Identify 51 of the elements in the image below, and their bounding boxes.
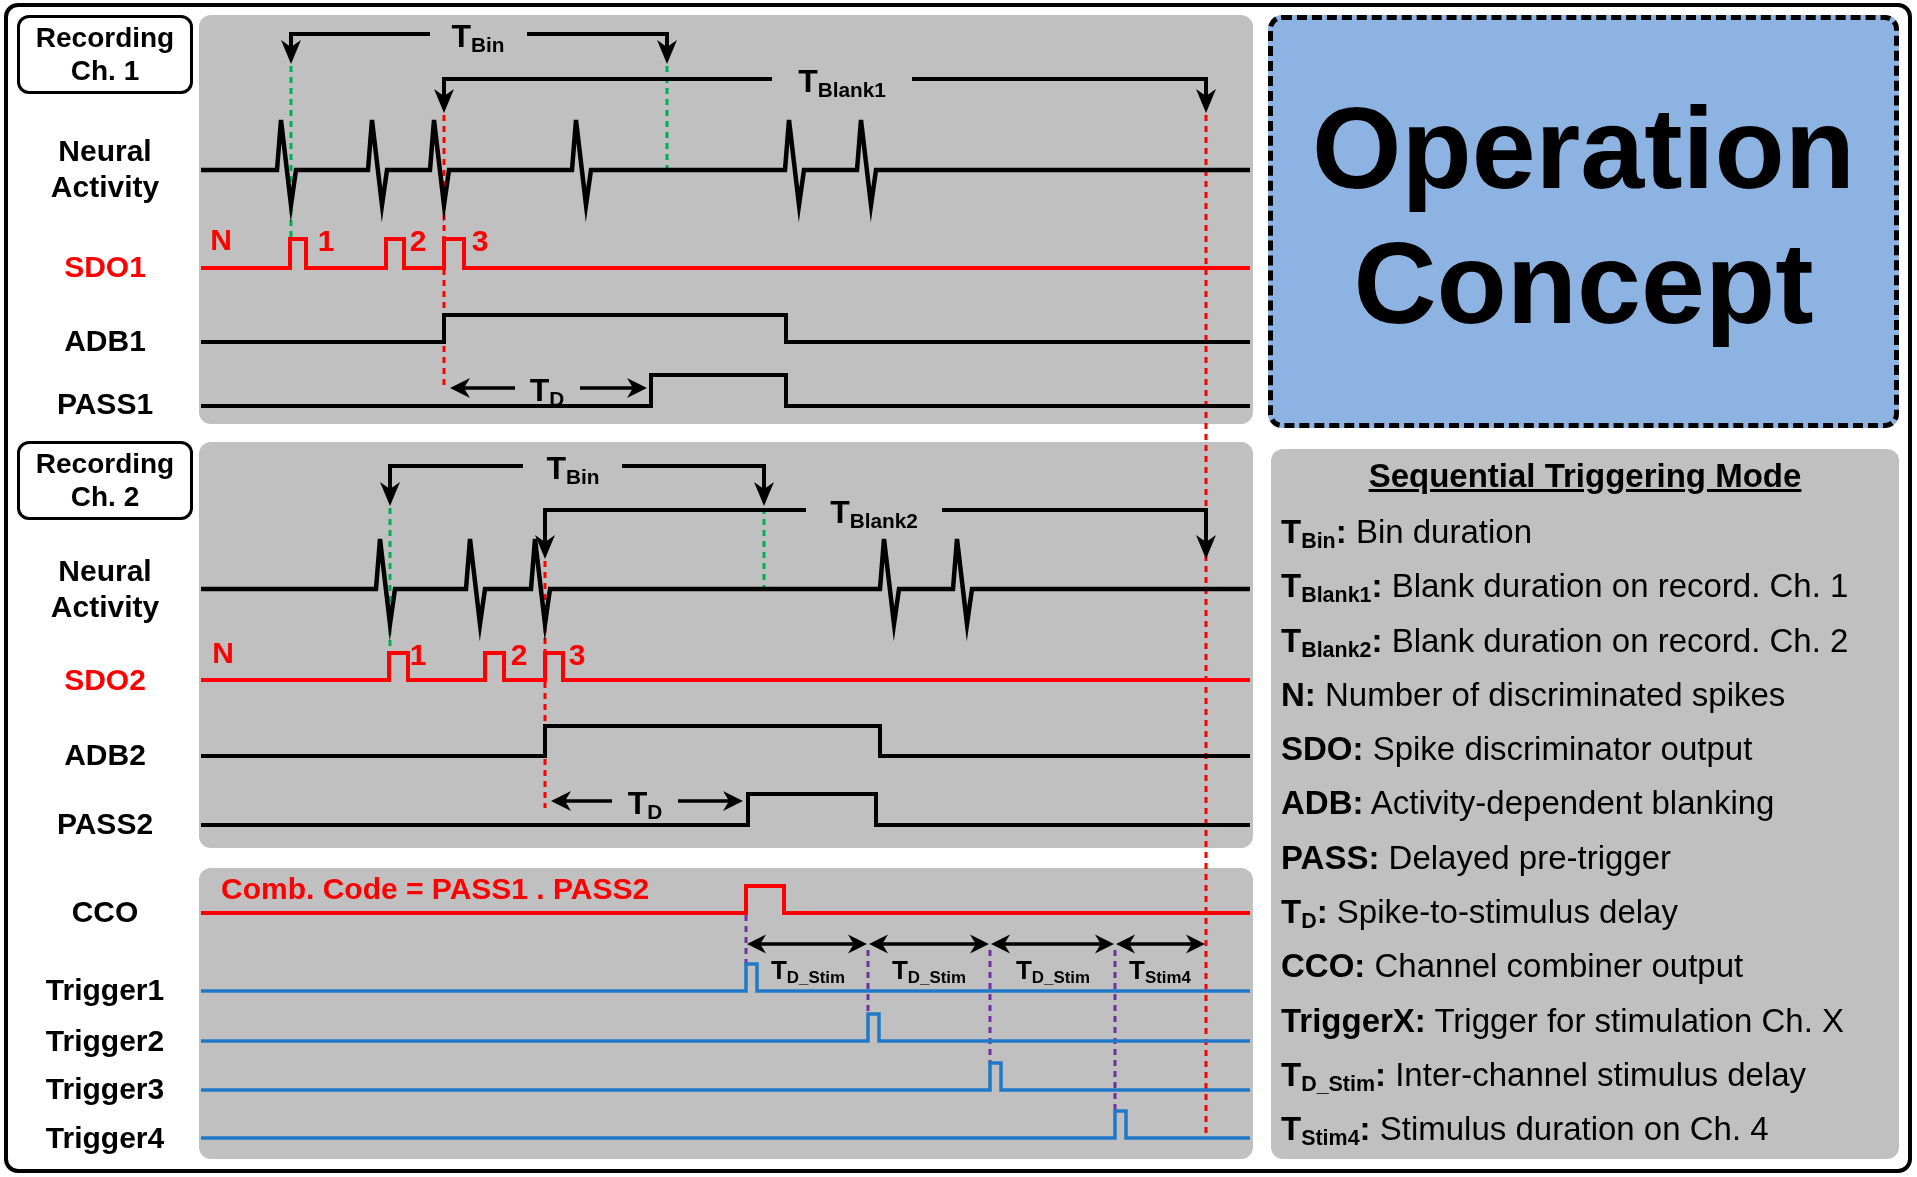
pulse-number: 2	[510, 640, 528, 670]
timing-label: T$_{D_Stim}$	[891, 956, 967, 988]
legend-entry: TriggerX: Trigger for stimulation Ch. X	[1281, 1000, 1844, 1041]
title-box	[1268, 15, 1899, 428]
signal-name: ADB2	[64, 737, 146, 773]
legend-entry: T$_{D_Stim}$: Inter-channel stimulus delay	[1281, 1054, 1807, 1099]
title-text: Operation Concept	[1310, 82, 1857, 349]
signal-name: SDO1	[64, 249, 146, 285]
signal-name: PASS1	[56, 386, 154, 422]
legend-entry: T$_{D}$: Spike-to-stimulus delay	[1281, 892, 1678, 936]
legend-entry: PASS: Delayed pre-trigger	[1281, 837, 1672, 878]
pulse-number: 1	[409, 640, 427, 670]
timing-label: T$_{Blank1}$	[798, 64, 886, 101]
signal-name: Trigger3	[45, 1071, 165, 1107]
logic-formula: Comb. Code = PASS1 . PASS2	[221, 874, 650, 904]
legend-entry: SDO: Spike discriminator output	[1281, 729, 1753, 770]
timing-label: T$_{Stim4}$	[1129, 956, 1191, 988]
legend-entry: T$_{Bin}$: Bin duration	[1281, 512, 1532, 556]
legend-entry: N: Number of discriminated spikes	[1281, 674, 1786, 715]
legend-entry: T$_{Blank1}$: Blank duration on record. Ch. 1	[1281, 566, 1849, 610]
timing-label: T$_{D_Stim}$	[770, 956, 846, 988]
legend-entry: T$_{Blank2}$: Blank duration on record. Ch. 2	[1281, 620, 1849, 664]
channel-tag-label: Recording Ch. 1	[35, 22, 175, 87]
timing-label: T$_{Blank2}$	[830, 495, 918, 532]
signal-name: Trigger4	[45, 1120, 165, 1156]
timing-label: T$_{D}$	[627, 786, 663, 823]
legend-heading: Sequential Triggering Mode	[1368, 456, 1802, 496]
signal-name: CCO	[71, 894, 139, 930]
pulse-number: 3	[568, 640, 586, 670]
signal-name: ADB1	[64, 323, 146, 359]
legend-entry: T$_{Stim4}$: Stimulus duration on Ch. 4	[1281, 1109, 1769, 1153]
pulse-number: 2	[409, 226, 427, 256]
legend-entry: CCO: Channel combiner output	[1281, 946, 1744, 987]
channel-tag-box	[17, 15, 193, 94]
signal-name: PASS2	[56, 806, 154, 842]
spike-count-symbol: N	[210, 225, 232, 255]
pulse-number: 1	[317, 226, 335, 256]
signal-name: Neural Activity	[50, 553, 160, 625]
channel-tag-label: Recording Ch. 2	[35, 448, 175, 513]
legend-panel	[1271, 449, 1899, 1159]
channel-tag-box	[17, 441, 193, 520]
timing-label: T$_{Bin}$	[451, 19, 505, 56]
spike-count-symbol: N	[212, 638, 234, 668]
signal-name: Trigger2	[45, 1023, 165, 1059]
signal-name: Neural Activity	[50, 133, 160, 205]
timing-label: T$_{Bin}$	[546, 451, 600, 488]
signal-name: Trigger1	[45, 972, 165, 1008]
timing-label: T$_{D_Stim}$	[1015, 956, 1091, 988]
pulse-number: 3	[471, 226, 489, 256]
signal-name: SDO2	[64, 662, 146, 698]
legend-entry: ADB: Activity-dependent blanking	[1281, 783, 1775, 824]
